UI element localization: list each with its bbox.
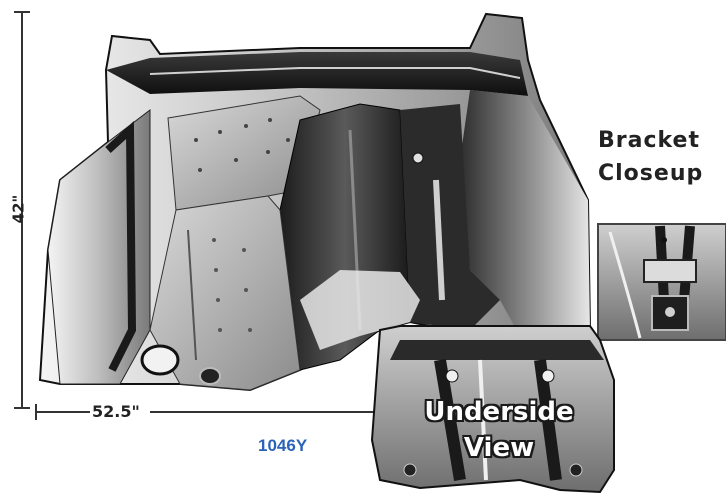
underside-caption-line1: Underside — [424, 397, 574, 427]
bracket-caption-line2: Closeup — [598, 161, 704, 186]
floor-pan-main — [38, 12, 592, 392]
height-dimension-line — [14, 11, 30, 409]
height-dimension-label: 42" — [9, 194, 28, 224]
part-number: 1046Y — [258, 436, 308, 455]
underside-view-inset — [370, 325, 615, 494]
underside-caption-line2: View — [463, 433, 535, 463]
bracket-closeup-caption: Bracket Closeup — [598, 124, 726, 190]
bracket-closeup-inset — [597, 223, 726, 341]
width-dimension-label: 52.5" — [92, 402, 140, 421]
underside-view-caption: Underside View — [414, 394, 584, 466]
bracket-caption-line1: Bracket — [598, 128, 700, 153]
